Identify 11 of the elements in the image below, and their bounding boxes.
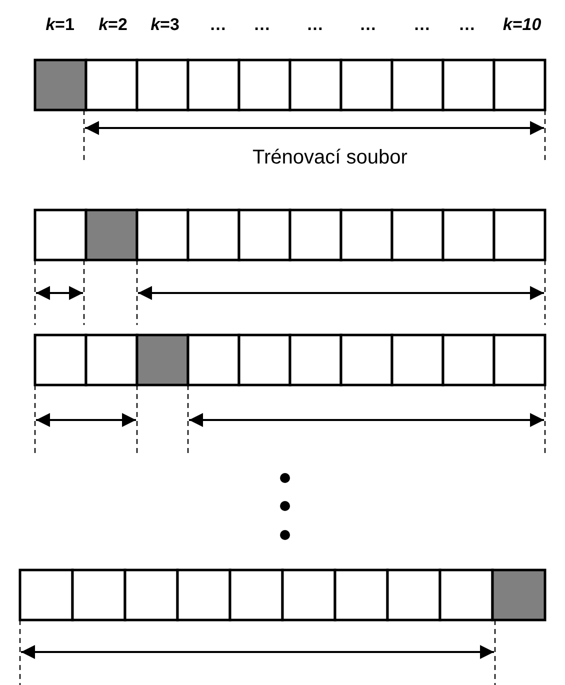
fold-label: k=1 [46, 15, 74, 35]
dimension-label: Trénovací soubor [252, 146, 408, 170]
fold-label: k=2 [98, 15, 128, 35]
fold-label: k=3 [150, 15, 180, 35]
fold-label: k=10 [502, 15, 542, 35]
fold-label: … [210, 15, 226, 35]
fold-label: … [360, 15, 376, 35]
fold-label: … [414, 15, 430, 35]
fold-label: … [458, 15, 476, 35]
fold-label: … [254, 15, 270, 35]
fold-label: … [306, 15, 324, 35]
